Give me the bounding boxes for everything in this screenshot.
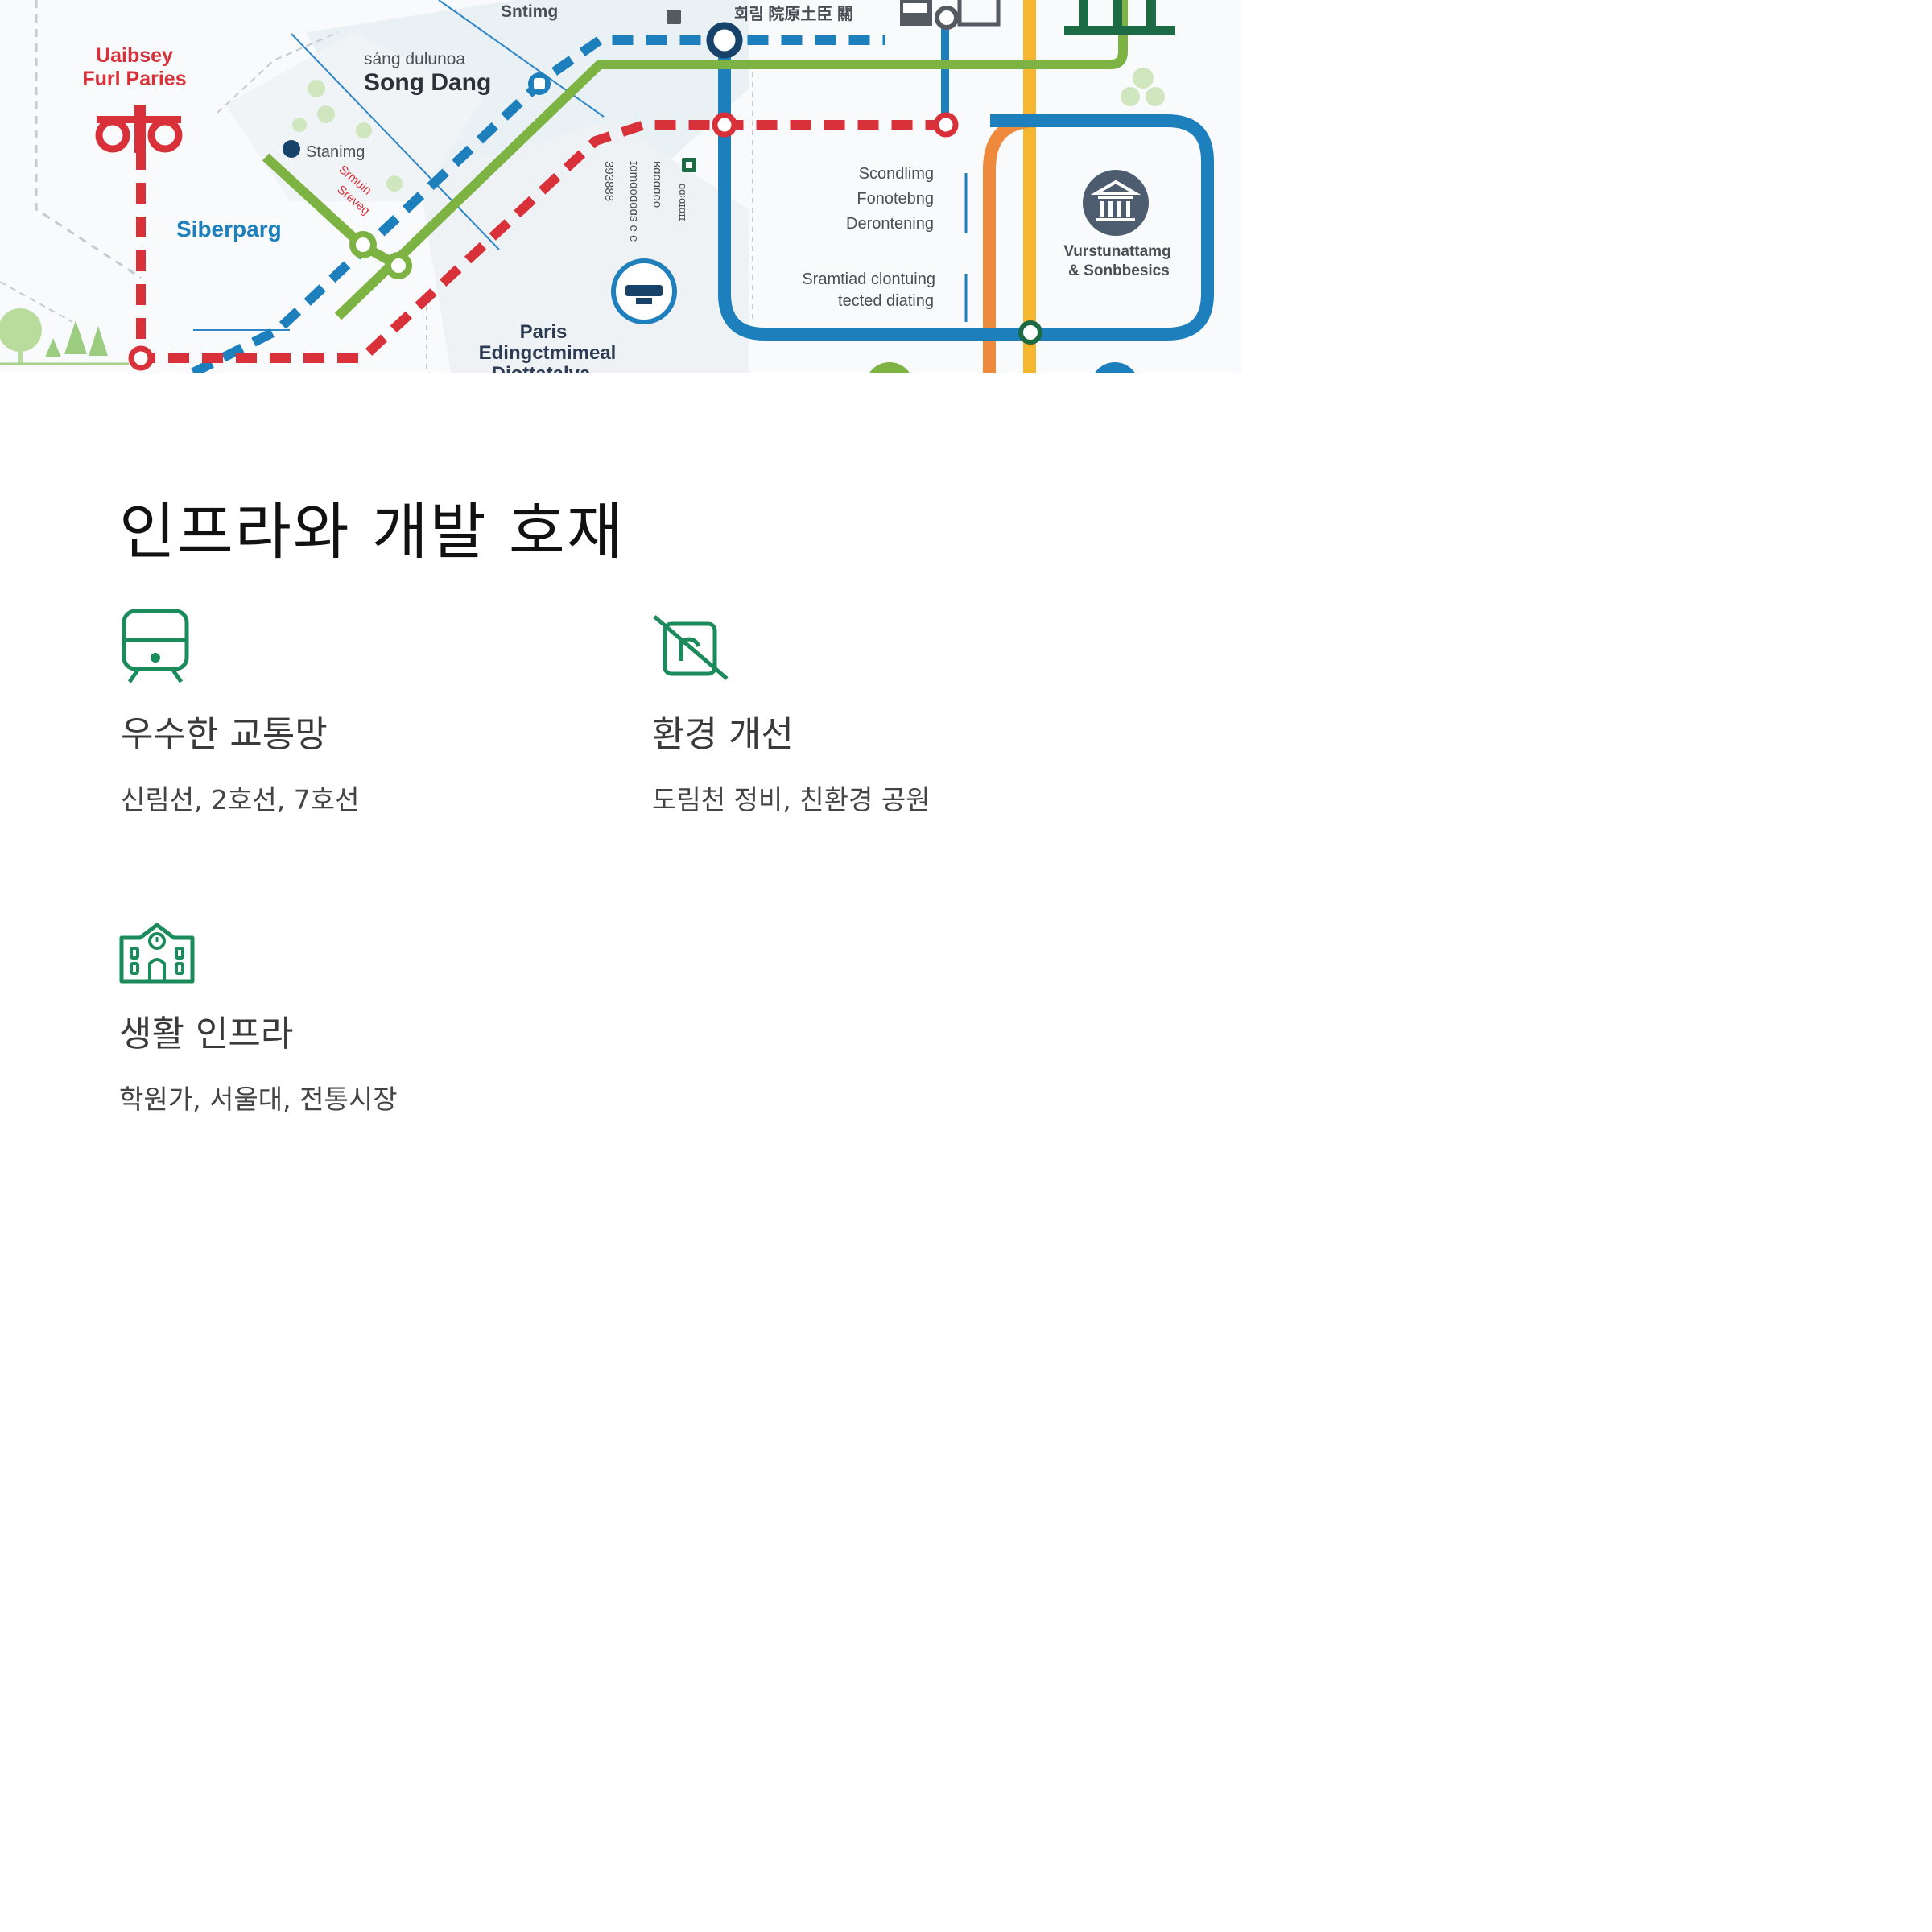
map-label-sram-1: Sramtiad clontuing (802, 270, 935, 288)
bus-station-icon (611, 258, 677, 324)
map-label-uaibsey-1: Uaibsey (96, 44, 173, 67)
map-label-paris-3: Diottatalva (492, 363, 591, 373)
map-label-scond-3: Derontening (846, 215, 934, 233)
infrastructure-section: 인프라와 개발 호재 우수한 교통망 신림선, 2호선, 7호선 환경 개선 도… (0, 373, 1242, 1242)
school-icon (119, 923, 195, 984)
map-label-siberparg: Siberparg (176, 217, 282, 242)
feature-environment-title: 환경 개선 (652, 714, 794, 755)
map-label-station: 회림 院原土臣 關 (734, 4, 853, 23)
map-label-paris-1: Paris (520, 321, 568, 343)
feature-transport-title: 우수한 교통망 (121, 714, 328, 755)
map-label-vert-3: ʁɑɑɑɑoo (650, 161, 664, 208)
map-label-sram-2: tected diating (838, 292, 934, 310)
map-label-vert-1: 393888 (602, 161, 616, 201)
map-label-vurst-2: & Sonbbesics (1068, 262, 1170, 279)
map-label-vert-2: ɪɑmɑoɑɑɑs e e (627, 161, 641, 242)
tree-decoration (0, 308, 129, 365)
map-label-uaibsey-2: Furl Paries (82, 68, 186, 90)
feature-living-title: 생활 인프라 (119, 1013, 294, 1055)
gate-icon (1064, 0, 1175, 35)
feature-environment-desc: 도림천 정비, 친환경 공원 (652, 783, 931, 815)
map-label-song-sub: sáng dulunoa (364, 50, 465, 68)
feature-living: 생활 인프라 학원가, 서울대, 전통시장 (119, 922, 398, 1115)
map-label-paris-2: Edingctmimeal (479, 342, 617, 364)
section-title: 인프라와 개발 호재 (119, 496, 625, 568)
subway-map-illustration: Sntimg 회림 院原土臣 關 Uaibsey Furl Paries sán… (0, 0, 1242, 373)
feature-transport-desc: 신림선, 2호선, 7호선 (121, 783, 360, 815)
landmark-red-icon (95, 105, 183, 153)
eco-off-icon (653, 615, 729, 680)
map-label-vert-4: ɑɑ꞉ɑɪɑɪɪ (677, 184, 689, 221)
map-label-song-main: Song Dang (364, 69, 491, 96)
map-label-scond-1: Scondlimg (859, 165, 934, 183)
train-icon (122, 609, 189, 683)
map-label-staenimg: Stanimg (306, 143, 365, 161)
feature-transport: 우수한 교통망 신림선, 2호선, 7호선 (121, 608, 359, 815)
museum-icon (1083, 170, 1149, 236)
map-label-sntimg: Sntimg (501, 2, 558, 21)
map-label-scond-2: Fonotebng (857, 190, 934, 208)
feature-environment: 환경 개선 도림천 정비, 친환경 공원 (652, 614, 931, 815)
feature-living-desc: 학원가, 서울대, 전통시장 (119, 1083, 398, 1115)
map-label-vurst-1: Vurstunattamg (1063, 243, 1170, 260)
